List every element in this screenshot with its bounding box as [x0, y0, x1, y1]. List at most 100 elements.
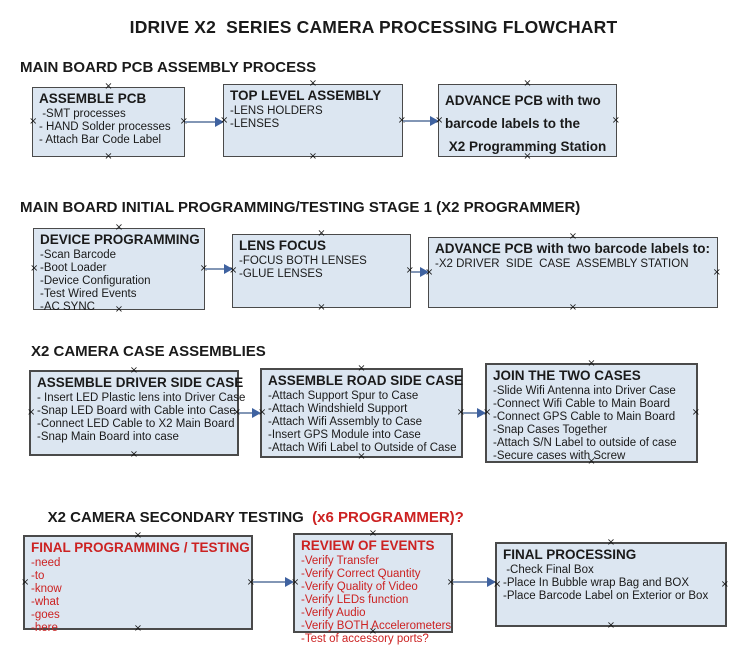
connector-anchor-icon: × [606, 620, 616, 631]
connector-anchor-icon: × [129, 449, 139, 460]
box-title: ASSEMBLE DRIVER SIDE CASE [37, 375, 244, 390]
box-device-programming: DEVICE PROGRAMMING -Scan Barcode-Boot Lo… [30, 223, 208, 315]
section-heading-pcb-assembly: MAIN BOARD PCB ASSEMBLY PROCESS [20, 59, 317, 76]
box-title: JOIN THE TWO CASES [493, 368, 641, 383]
arrow-line [239, 412, 254, 414]
box-items: -Slide Wifi Antenna into Driver Case-Con… [487, 384, 696, 463]
box-item: -Scan Barcode [40, 249, 117, 261]
box-item: -what [31, 596, 60, 608]
box-title: DEVICE PROGRAMMING [40, 232, 200, 247]
box-item: -AC SYNC [40, 301, 95, 313]
box-item: -Verify Correct Quantity [301, 568, 421, 580]
box-item: -GLUE LENSES [239, 268, 323, 280]
connector-anchor-icon: × [308, 151, 318, 162]
box-items: -X2 DRIVER SIDE CASE ASSEMBLY STATION [429, 257, 717, 271]
connector-anchor-icon: × [568, 302, 578, 313]
box-items: -FOCUS BOTH LENSES-GLUE LENSES [233, 254, 410, 281]
arrow-head-icon [487, 577, 496, 587]
box-advance-pcb-case-assembly: ADVANCE PCB with two barcode labels to: … [425, 232, 721, 313]
arrow-line [411, 271, 422, 273]
box-item: -Connect GPS Cable to Main Board [493, 411, 676, 423]
box-item: -Verify Transfer [301, 555, 379, 567]
section-heading-initial-programming: MAIN BOARD INITIAL PROGRAMMING/TESTING S… [20, 199, 581, 216]
box-items: -Attach Support Spur to Case-Attach Wind… [262, 389, 461, 455]
box-title: ADVANCE PCB with two barcode labels to t… [445, 93, 607, 154]
box-title: ADVANCE PCB with two barcode labels to: [435, 241, 711, 256]
box-item: -Snap LED Board with Cable into Case [37, 405, 236, 417]
arrow-head-icon [420, 267, 429, 277]
section-heading-secondary-testing: X2 CAMERA SECONDARY TESTING (x6 PROGRAMM… [31, 492, 464, 543]
box-item: -SMT processes [39, 108, 126, 120]
box-items: -Verify Transfer-Verify Correct Quantity… [295, 554, 451, 646]
box-item: -Boot Loader [40, 262, 107, 274]
box-lens-focus: LENS FOCUS -FOCUS BOTH LENSES-GLUE LENSE… [229, 229, 414, 313]
box-title: TOP LEVEL ASSEMBLY [230, 88, 382, 103]
box-item: -Attach Support Spur to Case [268, 390, 419, 402]
box-item: -Connect Wifi Cable to Main Board [493, 398, 671, 410]
box-title: ASSEMBLE ROAD SIDE CASE [268, 373, 464, 388]
box-item: -Insert GPS Module into Case [268, 429, 421, 441]
arrow-line [185, 121, 217, 123]
box-final-processing: FINAL PROCESSING -Check Final Box-Place … [493, 538, 729, 631]
arrow-head-icon [215, 117, 224, 127]
connector-anchor-icon: × [104, 151, 113, 162]
box-items: -LENS HOLDERS-LENSES [224, 104, 402, 131]
box-item: - Attach Bar Code Label [39, 134, 162, 146]
box-title: FINAL PROCESSING [503, 547, 637, 562]
box-join-the-two-cases: JOIN THE TWO CASES -Slide Wifi Antenna i… [483, 359, 700, 467]
arrow-head-icon [285, 577, 294, 587]
flowchart-title: IDRIVE X2 SERIES CAMERA PROCESSING FLOWC… [129, 17, 618, 37]
box-title: REVIEW OF EVENTS [301, 538, 435, 553]
box-assemble-road-side-case: ASSEMBLE ROAD SIDE CASE -Attach Support … [258, 364, 465, 462]
box-item: -Snap Cases Together [493, 424, 608, 436]
box-item: -need [31, 557, 61, 569]
box-assemble-pcb: ASSEMBLE PCB -SMT processes- HAND Solder… [29, 82, 188, 162]
box-review-of-events: REVIEW OF EVENTS -Verify Transfer-Verify… [291, 529, 455, 646]
arrow-line [253, 581, 287, 583]
box-item: -FOCUS BOTH LENSES [239, 255, 367, 267]
box-item: -here [31, 622, 58, 634]
box-advance-pcb-programming-station: ADVANCE PCB with two barcode labels to t… [435, 79, 620, 162]
box-item: - Insert LED Plastic lens into Driver Ca… [37, 392, 246, 404]
box-items: -SMT processes- HAND Solder processes- A… [33, 107, 184, 147]
arrow-line [403, 120, 432, 122]
box-item: -Verify Audio [301, 607, 366, 619]
arrow-head-icon [224, 264, 233, 274]
box-items: - Insert LED Plastic lens into Driver Ca… [31, 391, 246, 444]
box-item: -Connect LED Cable to X2 Main Board [37, 418, 235, 430]
box-top-level-assembly: TOP LEVEL ASSEMBLY -LENS HOLDERS-LENSES … [220, 79, 406, 162]
box-item: -Place In Bubble wrap Bag and BOX [503, 577, 690, 589]
box-final-programming-testing: FINAL PROGRAMMING / TESTING -need-to-kno… [21, 531, 255, 635]
box-items: -need-to-know-what-goes-here [25, 556, 251, 635]
box-item: - HAND Solder processes [39, 121, 171, 133]
box-title: FINAL PROGRAMMING / TESTING [31, 540, 250, 555]
box-item: -goes [31, 609, 60, 621]
box-item: -Attach S/N Label to outside of case [493, 437, 677, 449]
box-item: -Verify Quality of Video [301, 581, 418, 593]
box-item: -to [31, 570, 45, 582]
arrow-head-icon [430, 116, 439, 126]
box-item: -X2 DRIVER SIDE CASE ASSEMBLY STATION [435, 258, 689, 270]
box-item: -Snap Main Board into case [37, 431, 179, 443]
box-item: -Attach Wifi Assembly to Case [268, 416, 423, 428]
arrow-line [453, 581, 489, 583]
box-title: LENS FOCUS [239, 238, 327, 253]
arrow-head-icon [252, 408, 261, 418]
box-item: -Verify BOTH Accelerometers [301, 620, 452, 632]
box-item: -Slide Wifi Antenna into Driver Case [493, 385, 676, 397]
box-item: -LENS HOLDERS [230, 105, 323, 117]
box-title: ASSEMBLE PCB [39, 91, 147, 106]
box-item: -Verify LEDs function [301, 594, 409, 606]
box-item: -Check Final Box [503, 564, 594, 576]
section-heading-black-part: X2 CAMERA SECONDARY TESTING [47, 509, 313, 526]
box-item: -Attach Windshield Support [268, 403, 408, 415]
section-heading-red-part: (x6 PROGRAMMER)? [312, 509, 464, 526]
box-assemble-driver-side-case: ASSEMBLE DRIVER SIDE CASE - Insert LED P… [27, 366, 246, 460]
box-item: -Device Configuration [40, 275, 151, 287]
box-item: -Attach Wifi Label to Outside of Case [268, 442, 457, 454]
box-item: -Secure cases with Screw [493, 450, 626, 462]
box-item: -know [31, 583, 62, 595]
connector-anchor-icon: × [317, 302, 326, 313]
box-item: -Test Wired Events [40, 288, 137, 300]
box-item: -Place Barcode Label on Exterior or Box [503, 590, 709, 602]
